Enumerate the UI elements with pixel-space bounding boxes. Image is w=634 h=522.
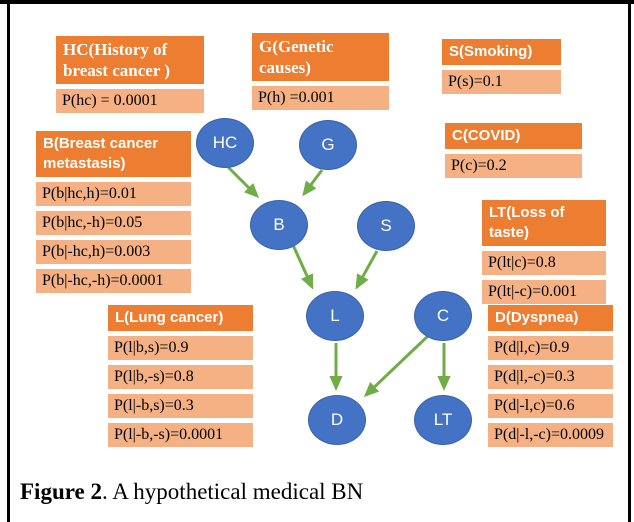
cpt-row: P(h) =0.001 xyxy=(252,86,389,110)
cpt-row: P(b|-hc,-h)=0.0001 xyxy=(36,269,191,293)
cpt-row: P(s)=0.1 xyxy=(442,70,561,94)
cpt-row: P(d|-l,c)=0.6 xyxy=(488,394,613,418)
cpt-table-c: C(COVID) P(c)=0.2 xyxy=(445,123,582,178)
edge-hc-to-b xyxy=(226,165,260,199)
edge-b-to-l xyxy=(291,244,314,290)
cpt-header-s: S(Smoking) xyxy=(442,39,561,65)
figure-caption-text: . A hypothetical medical BN xyxy=(101,479,364,504)
cpt-table-d: D(Dyspnea) P(d|l,c)=0.9 P(d|l,-c)=0.3 P(… xyxy=(488,305,613,447)
cpt-row: P(lt|-c)=0.001 xyxy=(482,280,606,304)
cpt-table-s: S(Smoking) P(s)=0.1 xyxy=(442,39,561,94)
cpt-table-lt: LT(Loss of taste) P(lt|c)=0.8 P(lt|-c)=0… xyxy=(482,200,606,304)
cpt-row: P(b|hc,h)=0.01 xyxy=(36,182,191,206)
cpt-header-c: C(COVID) xyxy=(445,123,582,149)
cpt-row: P(b|-hc,h)=0.003 xyxy=(36,240,191,264)
edge-g-to-b xyxy=(302,169,324,197)
figure-border-top xyxy=(0,0,634,4)
figure-border-right xyxy=(628,4,631,522)
cpt-header-hc: HC(History of breast cancer ) xyxy=(56,36,204,84)
cpt-header-g: G(Genetic causes) xyxy=(252,33,389,81)
node-s: S xyxy=(357,201,415,251)
cpt-row: P(l|-b,s)=0.3 xyxy=(108,394,253,418)
cpt-row: P(hc) = 0.0001 xyxy=(56,89,204,113)
cpt-table-b: B(Breast cancer metastasis) P(b|hc,h)=0.… xyxy=(36,131,191,293)
cpt-row: P(l|-b,-s)=0.0001 xyxy=(108,423,253,447)
cpt-header-lt: LT(Loss of taste) xyxy=(482,200,606,246)
cpt-row: P(l|b,s)=0.9 xyxy=(108,336,253,360)
cpt-row: P(d|l,-c)=0.3 xyxy=(488,365,613,389)
cpt-row: P(d|l,c)=0.9 xyxy=(488,336,613,360)
cpt-row: P(lt|c)=0.8 xyxy=(482,251,606,275)
cpt-header-d: D(Dyspnea) xyxy=(488,305,613,331)
node-l: L xyxy=(306,291,364,341)
figure-caption-label: Figure 2 xyxy=(20,479,102,504)
cpt-table-hc: HC(History of breast cancer ) P(hc) = 0.… xyxy=(56,36,204,113)
cpt-row: P(c)=0.2 xyxy=(445,154,582,178)
node-g: G xyxy=(299,120,357,170)
node-b: B xyxy=(250,200,308,250)
figure-border-left xyxy=(7,4,10,522)
edge-s-to-l xyxy=(355,250,379,290)
cpt-header-l: L(Lung cancer) xyxy=(108,305,253,331)
cpt-header-b: B(Breast cancer metastasis) xyxy=(36,131,191,177)
cpt-table-g: G(Genetic causes) P(h) =0.001 xyxy=(252,33,389,110)
cpt-row: P(l|b,-s)=0.8 xyxy=(108,365,253,389)
node-d: D xyxy=(308,395,366,445)
node-c: C xyxy=(414,291,472,341)
edge-c-to-d xyxy=(363,333,431,398)
cpt-row: P(d|-l,-c)=0.0009 xyxy=(488,423,613,447)
node-lt: LT xyxy=(414,395,472,445)
cpt-table-l: L(Lung cancer) P(l|b,s)=0.9 P(l|b,-s)=0.… xyxy=(108,305,253,447)
cpt-row: P(b|hc,-h)=0.05 xyxy=(36,211,191,235)
node-hc: HC xyxy=(196,118,254,168)
figure-caption: Figure 2. A hypothetical medical BN xyxy=(20,479,363,505)
